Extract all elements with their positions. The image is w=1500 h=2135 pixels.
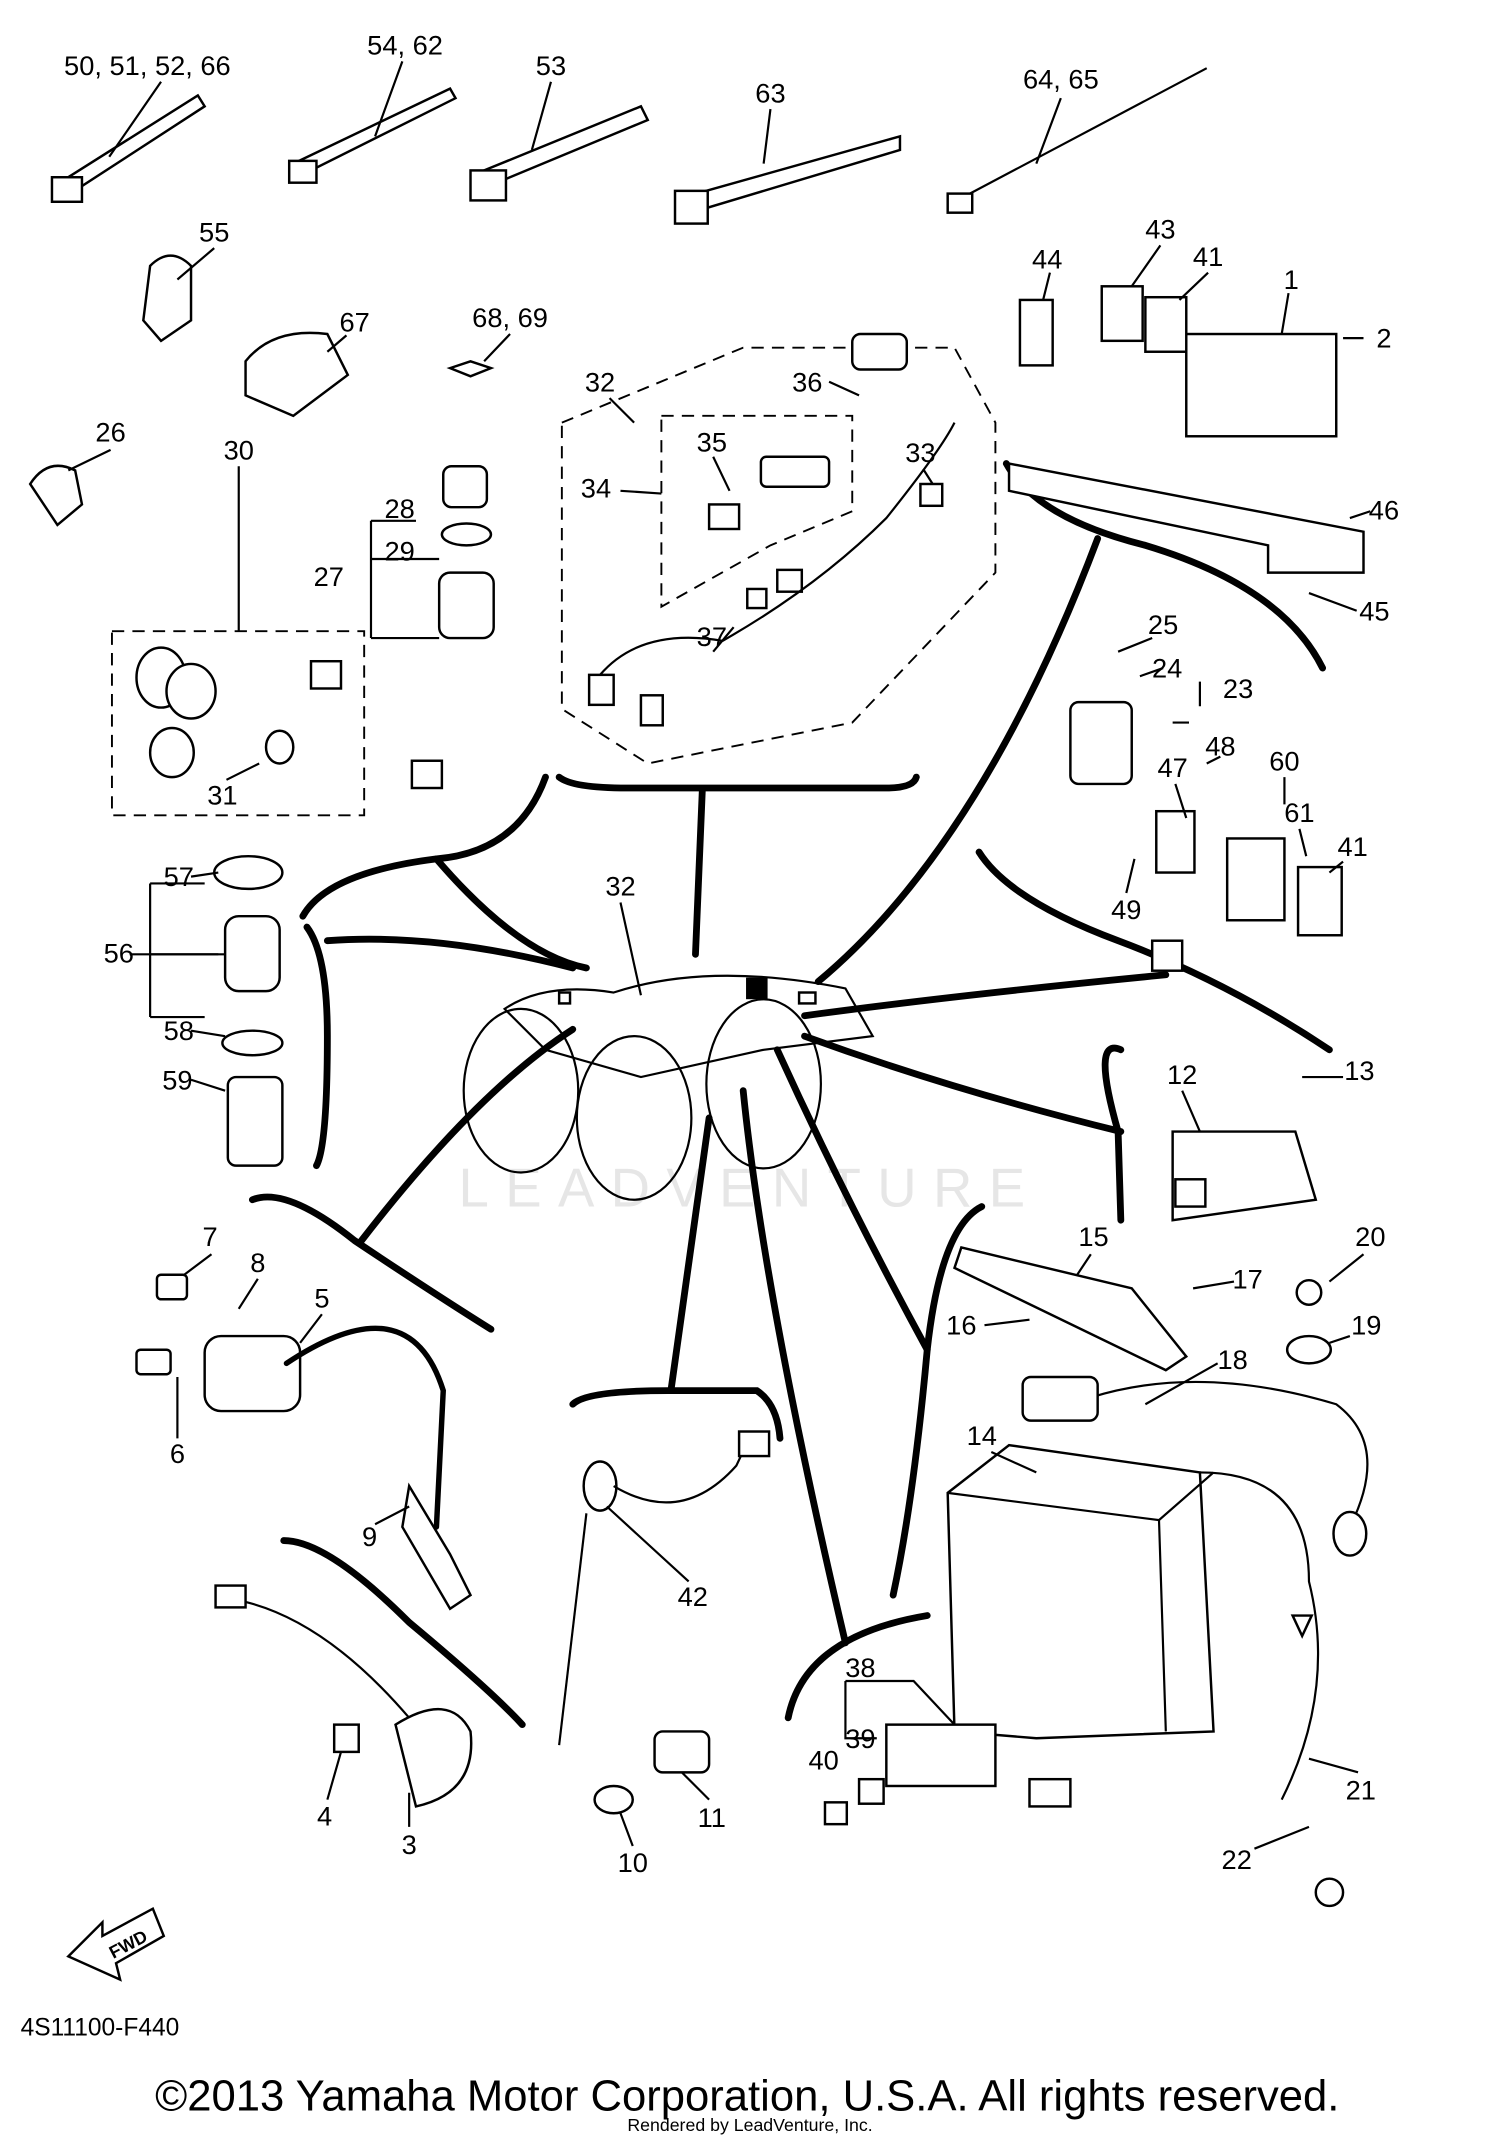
callout-label: 12	[1167, 1059, 1197, 1090]
callout-label: 68, 69	[472, 302, 548, 333]
callout-label: 54, 62	[367, 30, 443, 61]
watermark: LEADVENTURE	[459, 1158, 1042, 1219]
callout-label: 14	[967, 1420, 997, 1451]
callout-label: 33	[905, 437, 935, 468]
callout-label: 41	[1193, 241, 1223, 272]
callout-label: 7	[203, 1221, 218, 1252]
callout-label: 16	[946, 1310, 976, 1341]
callout-label: 56	[104, 938, 134, 969]
callout-label: 4	[317, 1801, 332, 1832]
callout-label: 37	[697, 621, 727, 652]
callout-label: 60	[1269, 745, 1299, 776]
callout-label: 1	[1284, 264, 1299, 295]
callout-label: 50, 51, 52, 66	[64, 50, 231, 81]
callout-label: 24	[1152, 653, 1182, 684]
callout-label: 47	[1157, 752, 1187, 783]
callout-label: 9	[362, 1521, 377, 1552]
callout-label: 44	[1032, 244, 1062, 275]
callout-label: 34	[581, 473, 611, 504]
callout-label: 6	[170, 1438, 185, 1469]
callout-label: 43	[1145, 214, 1175, 245]
vehicle-outline	[462, 974, 875, 1201]
callout-label: 21	[1346, 1775, 1376, 1806]
diagram-code: 4S11100-F440	[21, 2014, 180, 2041]
callout-label: 40	[808, 1745, 838, 1776]
callout-label: 11	[698, 1802, 726, 1833]
cable-ties	[28, 67, 1208, 527]
callout-label: 32	[585, 366, 615, 397]
callout-label: 2	[1376, 323, 1391, 354]
callout-label: 32	[605, 871, 635, 902]
callout-label: 17	[1232, 1263, 1262, 1294]
callout-label: 28	[384, 493, 414, 524]
callout-label: 64, 65	[1023, 64, 1099, 95]
callout-label: 3	[402, 1829, 417, 1860]
callout-label: 13	[1344, 1055, 1374, 1086]
callout-label: 61	[1284, 797, 1314, 828]
callout-label: 26	[95, 417, 125, 448]
callout-label: 15	[1078, 1221, 1108, 1252]
callout-label: 5	[314, 1282, 329, 1313]
callout-label: 23	[1223, 673, 1253, 704]
callout-label: 42	[678, 1581, 708, 1612]
callout-label: 30	[224, 434, 254, 465]
callout-label: 38	[845, 1652, 875, 1683]
callout-label: 63	[755, 77, 785, 108]
callout-label: 39	[845, 1723, 875, 1754]
callout-label: 41	[1337, 831, 1367, 862]
callout-label: 59	[162, 1064, 192, 1095]
callout-label: 55	[199, 216, 229, 247]
callout-label: 58	[164, 1015, 194, 1046]
callout-label: 19	[1351, 1310, 1381, 1341]
copyright-notice: ©2013 Yamaha Motor Corporation, U.S.A. A…	[155, 2072, 1339, 2120]
callout-label: 20	[1355, 1221, 1385, 1252]
callout-label: 25	[1148, 609, 1178, 640]
callout-label: 45	[1359, 595, 1389, 626]
callout-label: 36	[792, 366, 822, 397]
callout-label: 57	[164, 861, 194, 892]
callout-label: 22	[1222, 1844, 1252, 1875]
callout-label: 27	[314, 561, 344, 592]
callout-label: 53	[536, 50, 566, 81]
callout-label: 67	[339, 306, 369, 337]
callout-label: 18	[1217, 1344, 1247, 1375]
rendered-by-notice: Rendered by LeadVenture, Inc.	[627, 2115, 872, 2135]
callout-label: 8	[250, 1247, 265, 1278]
callout-label: 29	[384, 535, 414, 566]
callout-label: 46	[1369, 494, 1399, 525]
callout-labels: 50, 51, 52, 66 54, 62 53 63 64, 65 55 67…	[64, 30, 1399, 1878]
parts	[67, 60, 1371, 1908]
callout-label: 10	[618, 1847, 648, 1878]
callout-label: 35	[697, 426, 727, 457]
callout-label: 48	[1205, 730, 1235, 761]
fwd-arrow-icon: FWD	[66, 1906, 166, 1982]
callout-label: 31	[207, 779, 237, 810]
sub-assembly-boxes	[110, 332, 997, 817]
callout-label: 49	[1111, 894, 1141, 925]
